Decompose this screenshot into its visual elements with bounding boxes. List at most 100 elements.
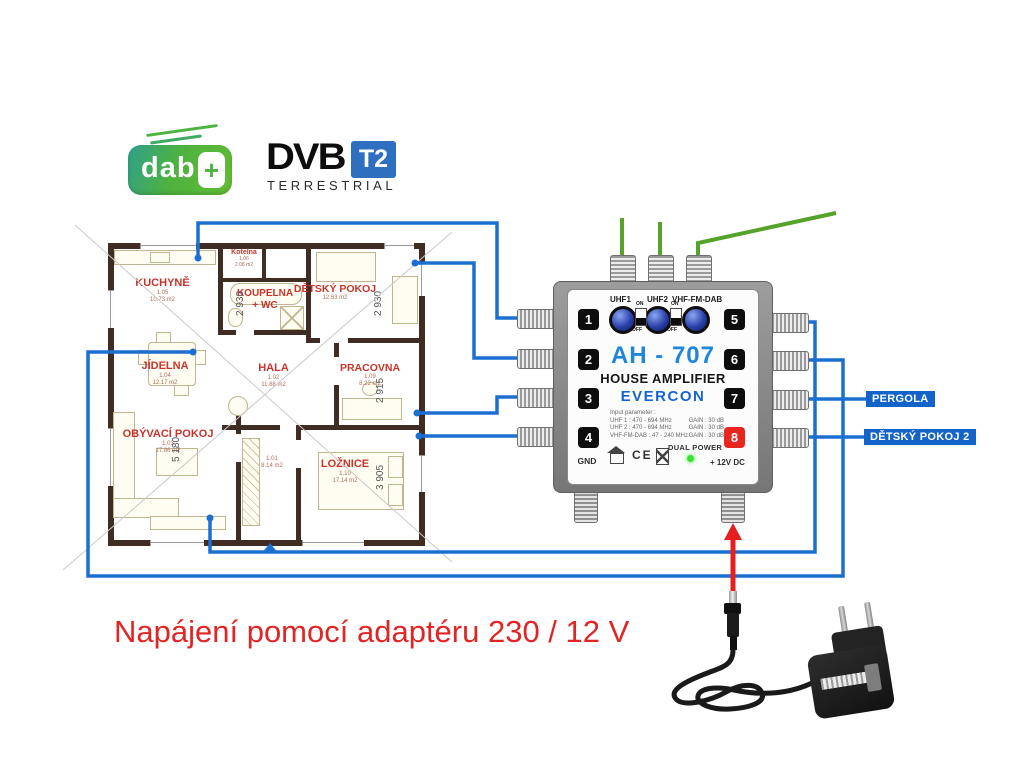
room-label-kotelna: Kotelna 1.06 2.08 m2 (231, 249, 257, 268)
furniture-sink (150, 252, 170, 263)
dab-logo-text: dab (141, 152, 196, 184)
dimension-label: 2 930 (373, 290, 385, 317)
dab-plus-logo: dab + (128, 145, 232, 195)
terrestrial-label: TERRESTRIAL (267, 178, 397, 193)
furniture-desk (392, 276, 418, 324)
wall (334, 385, 339, 430)
antenna-line-vhf (696, 211, 837, 262)
dvb-t2-logo: DVB T2 TERRESTRIAL (266, 137, 406, 195)
furniture-bed-child (316, 252, 376, 282)
adapter-pin (838, 605, 848, 633)
wall (364, 540, 425, 546)
gnd-label: GND (577, 456, 597, 466)
wall (296, 468, 301, 540)
room-label-jidelna: JÍDELNA 1.04 12.17 m2 (141, 360, 189, 386)
coax-wire-port2 (415, 261, 530, 360)
furniture-desk (342, 398, 402, 420)
dimension-label: 5 180 (171, 436, 183, 463)
gnd-connector (574, 491, 598, 523)
port-badge-3: 3 (578, 388, 599, 409)
dc-12v-label: + 12V DC (710, 458, 745, 467)
furniture-table (228, 396, 248, 416)
gain-knob-vhf[interactable] (682, 306, 710, 334)
window (150, 540, 206, 546)
wall (218, 330, 236, 335)
wall (218, 243, 223, 333)
arrow-head (724, 523, 742, 540)
wall (254, 330, 306, 335)
wall (108, 540, 150, 546)
adapter-cable (671, 647, 817, 712)
wall (334, 343, 339, 357)
room-label-detsky-pokoj: DĚTSKÝ POKOJ 12.63 m2 (293, 283, 377, 302)
port-badge-8: 8 (724, 427, 745, 448)
dc-plug (730, 636, 737, 650)
port-badge-6: 6 (724, 349, 745, 370)
port-badge-2: 2 (578, 349, 599, 370)
room-label-pracovna: PRACOVNA 1.09 8.22 m2 (339, 362, 401, 387)
furniture-sofa (113, 498, 179, 518)
power-caption: Napájení pomocí adaptéru 230 / 12 V (114, 614, 630, 649)
coax-wire-port3 (417, 395, 530, 415)
t2-badge: T2 (351, 141, 396, 178)
dc-plug (724, 603, 741, 614)
dc-plug (727, 613, 739, 637)
window (108, 290, 114, 330)
furniture-wardrobe (242, 438, 260, 526)
room-label-obyvaci-pokoj: OBÝVACÍ POKOJ 1.03 17.86 m2 (122, 428, 214, 454)
output-label-pergola: PERGOLA (866, 391, 935, 407)
output-connector-5 (769, 313, 809, 333)
output-label-detsky-pokoj-2: DĚTSKÝ POKOJ 2 (864, 429, 976, 445)
wall (419, 243, 425, 262)
dab-antenna-stroke-icon (150, 134, 202, 145)
wall (222, 278, 306, 282)
room-label-loznice: LOŽNICE 1.10 17.14 m2 (320, 458, 370, 484)
params-title: Input parameter : (610, 410, 656, 416)
furniture-tv-bench (150, 516, 226, 530)
furniture-sofa (113, 412, 135, 500)
dimension-label: 3 905 (375, 464, 387, 491)
output-connector-6 (769, 351, 809, 371)
dab-plus-icon: + (198, 152, 225, 188)
wall (204, 540, 302, 546)
output-connector-1 (517, 309, 557, 329)
input-label-uhf2: UHF2 (647, 295, 668, 304)
wall (236, 462, 241, 540)
wall (296, 430, 301, 440)
furniture-pillow (388, 484, 403, 506)
port-badge-1: 1 (578, 309, 599, 330)
wall (419, 492, 425, 546)
dvb-logo-text: DVB (266, 137, 346, 178)
furniture-chair (156, 332, 171, 343)
power-led (687, 455, 694, 462)
dab-antenna-stroke-icon (146, 124, 218, 137)
switch-on-label: ON (636, 301, 644, 307)
furniture-pillow (388, 456, 403, 478)
room-label-hala: HALA 1.02 11.88 m2 (258, 362, 289, 388)
power-switch-2[interactable] (670, 308, 682, 326)
wall (314, 243, 384, 249)
window (384, 243, 416, 249)
device-type-label: HOUSE AMPLIFIER (600, 371, 726, 386)
output-connector-7 (769, 390, 809, 410)
adapter-pin (864, 601, 874, 629)
window (419, 262, 425, 298)
output-connector-4 (517, 427, 557, 447)
dimension-label: 2 930 (235, 290, 247, 317)
port-badge-4: 4 (578, 427, 599, 448)
room-label-kuchyne: KUCHYNĚ 1.05 10.73 m2 (135, 277, 190, 303)
switch-on-label: ON (671, 301, 679, 307)
power-switch-1[interactable] (635, 308, 647, 326)
room-label-1-01: 1.01 8.14 m2 (261, 456, 283, 469)
input-label-vhf-fm-dab: VHF-FM-DAB (672, 295, 723, 304)
furniture-chair (174, 385, 189, 396)
switch-off-label: OFF (632, 327, 642, 333)
amplifier-panel: UHF1 UHF2 VHF-FM-DAB ON OFF ON OFF AH - … (567, 289, 759, 485)
ce-mark-icon: CE (632, 448, 653, 462)
output-connector-8 (769, 428, 809, 448)
switch-off-label: OFF (667, 327, 677, 333)
window (419, 455, 425, 494)
wall (419, 296, 425, 455)
indoor-use-icon (607, 446, 625, 464)
wall (296, 425, 419, 430)
